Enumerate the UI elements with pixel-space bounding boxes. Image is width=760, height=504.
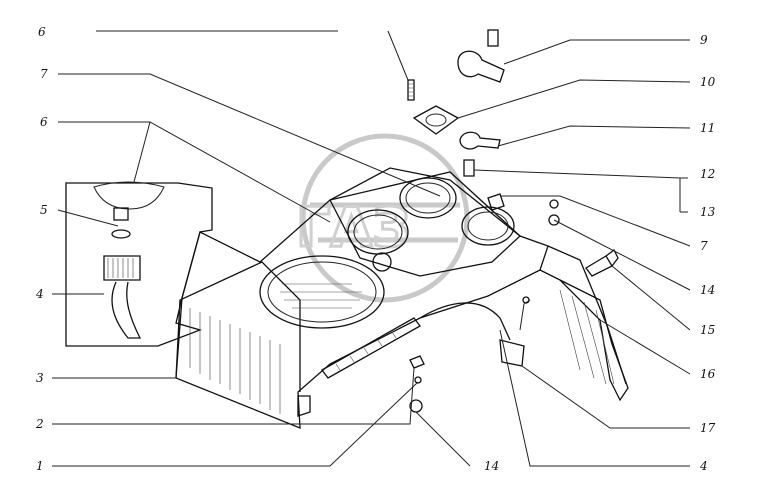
washers <box>548 199 560 226</box>
screw-part <box>407 79 415 101</box>
nut-parts-bottom <box>409 355 425 413</box>
wiring-harness <box>419 296 531 367</box>
callout-right-13: 13 <box>700 205 716 219</box>
gauge-top <box>399 177 457 219</box>
callout-right-7: 7 <box>700 239 708 253</box>
watermark-logo: ГАЗ <box>295 133 470 303</box>
gauge-right <box>461 206 515 246</box>
leader-lines <box>52 30 691 467</box>
callout-right-15: 15 <box>700 323 715 337</box>
callout-left-3: 3 <box>36 371 44 385</box>
switch-part-15 <box>585 249 619 277</box>
callout-right-4: 4 <box>699 459 708 473</box>
callout-left-6: 6 <box>40 115 48 129</box>
callout-right-14: 14 <box>700 283 715 297</box>
bulb-part-12 <box>463 159 505 211</box>
callout-right-10: 10 <box>700 75 716 89</box>
callout-right-17: 17 <box>700 421 716 435</box>
callout-left-top: 6 <box>38 25 46 39</box>
callout-bottom-14: 14 <box>484 459 499 473</box>
temperature-sensor <box>103 207 142 339</box>
callout-left-5: 5 <box>40 203 48 217</box>
svg-text:ГАЗ: ГАЗ <box>296 196 411 259</box>
gauge-cluster <box>329 171 521 277</box>
clip-part-11 <box>459 131 501 150</box>
exploded-parts <box>407 29 619 413</box>
callout-left-1: 1 <box>36 459 44 473</box>
callout-right-12: 12 <box>700 167 715 181</box>
callout-right-11: 11 <box>700 121 715 135</box>
instrument-panel-housing <box>175 167 629 429</box>
callout-labels: 6 7 6 5 4 3 2 1 9 10 11 12 13 7 14 15 16… <box>35 25 716 473</box>
callout-right-9: 9 <box>700 33 708 47</box>
clamp-part-9 <box>457 29 505 83</box>
lamp-socket-part-10 <box>412 105 460 135</box>
callout-right-16: 16 <box>700 367 716 381</box>
callout-left-7: 7 <box>40 67 48 81</box>
callout-left-4: 4 <box>35 287 44 301</box>
callout-left-2: 2 <box>35 417 44 431</box>
